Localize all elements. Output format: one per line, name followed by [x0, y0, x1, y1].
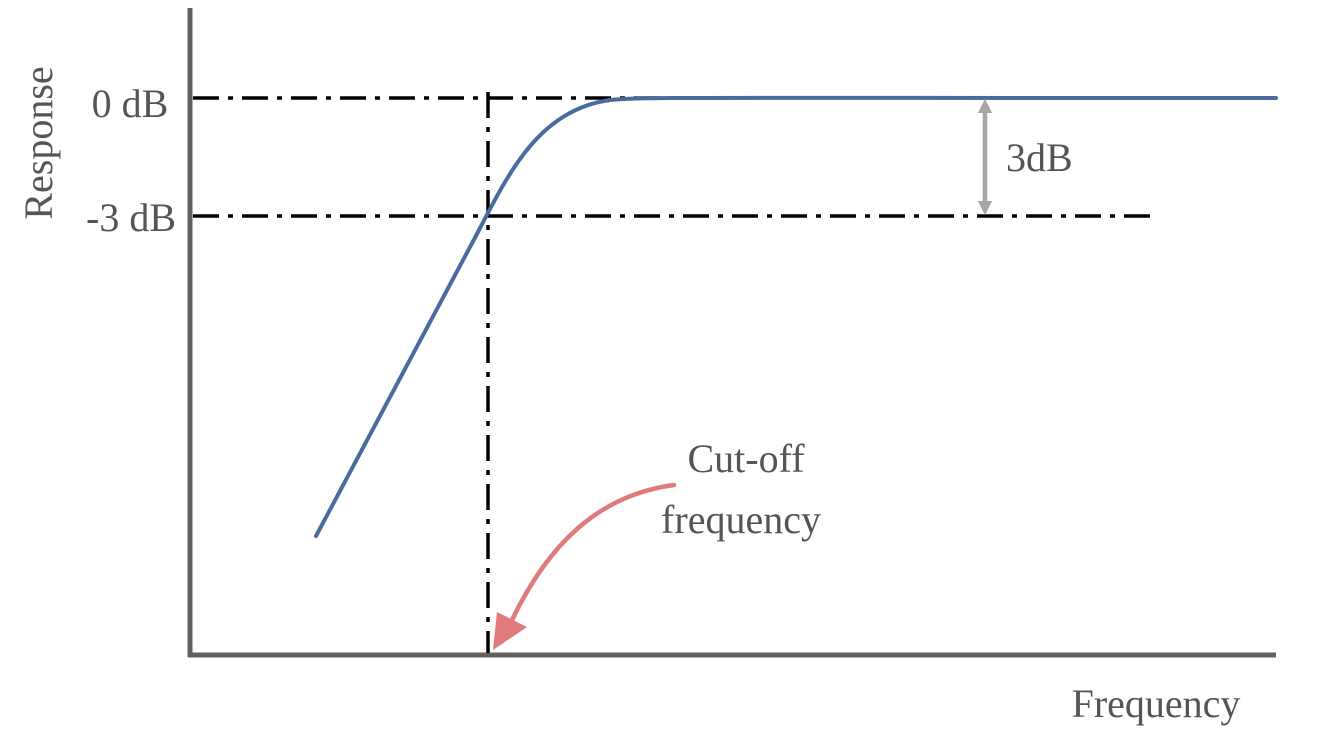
difference-label: 3dB — [1006, 135, 1073, 180]
cutoff-arrow-shaft — [509, 482, 677, 623]
response-curve — [314, 95, 1278, 538]
cutoff-annotation-line2: frequency — [661, 497, 821, 542]
level-minus3db-label: -3 dB — [86, 195, 176, 240]
y-axis-label: Response — [16, 66, 61, 219]
x-axis-label: Frequency — [1072, 681, 1241, 726]
cutoff-arrow-head — [493, 612, 527, 650]
level-0db-label: 0 dB — [92, 81, 169, 126]
cutoff-annotation-line1: Cut-off — [687, 436, 805, 481]
